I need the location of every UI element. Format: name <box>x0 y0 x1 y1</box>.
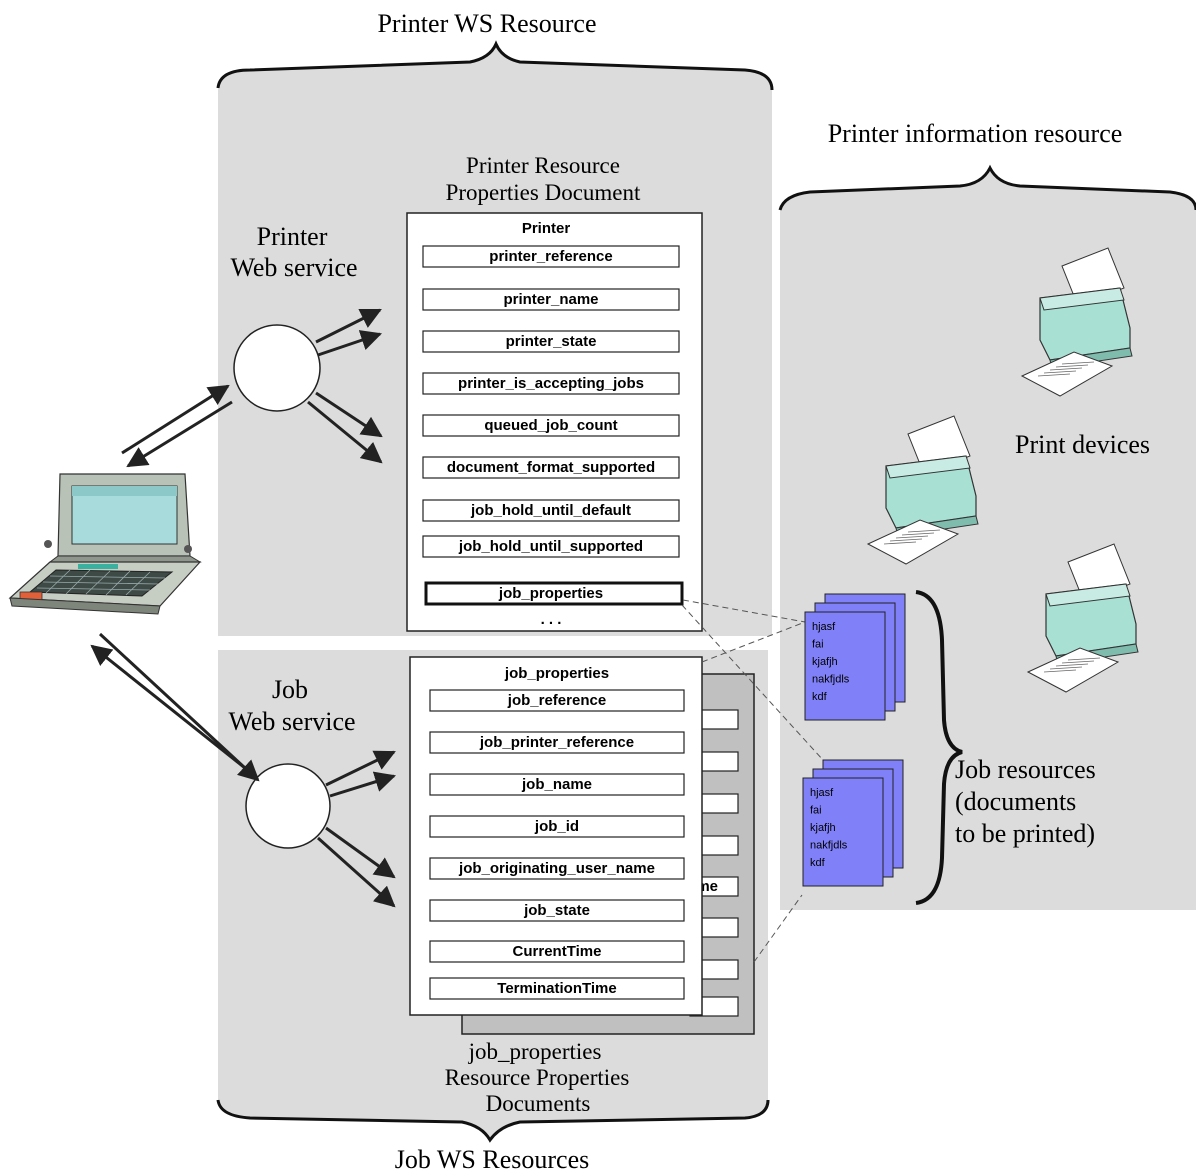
job-properties-document: job_properties job_reference job_printer_… <box>409 656 703 1016</box>
job-doc-caption-line2: Resource Properties <box>445 1065 630 1090</box>
printer-field-document-format-supported: document_format_supported <box>447 459 655 476</box>
job-resources-line3: to be printed) <box>955 819 1095 848</box>
job-resource-sheet <box>804 611 886 721</box>
job-field-job-reference: job_reference <box>507 692 606 709</box>
printer-doc-title-line1: Printer Resource <box>466 153 620 178</box>
job-ws-resources-label: Job WS Resources <box>395 1145 590 1171</box>
job-doc-caption-line3: Documents <box>486 1091 591 1116</box>
job-field-box <box>429 731 685 754</box>
job-resource-text-line: nakfjdls <box>812 674 850 686</box>
printer-field-job-hold-until-supported: job_hold_until_supported <box>458 538 643 555</box>
job-resources-line1: Job resources <box>955 755 1096 784</box>
connection-arrows <box>90 308 397 908</box>
job-resource-text-line: fai <box>810 805 822 817</box>
printer-device-icon <box>1026 543 1139 693</box>
printer-field-box <box>422 372 680 395</box>
printer-field-printer-is-accepting-jobs: printer_is_accepting_jobs <box>458 375 644 392</box>
job-field-box <box>429 940 685 963</box>
job-properties-field-box <box>424 581 684 606</box>
job-web-service-line2: Web service <box>228 707 355 736</box>
printer-document-header: Printer <box>522 220 571 237</box>
laptop-icon <box>8 473 202 615</box>
job-resource-text-line: hjasf <box>812 621 836 633</box>
printer-field-box <box>422 535 680 558</box>
printer-device-icon <box>866 415 979 565</box>
print-devices-label: Print devices <box>1015 430 1150 459</box>
printer-field-box <box>422 330 680 353</box>
job-doc-caption-line1: job_properties <box>468 1039 602 1064</box>
job-resource-document-stack: hjasf fai kjafjh nakfjdls kdf <box>804 593 906 721</box>
printer-field-box <box>422 456 680 479</box>
job-resource-text-line: kjafjh <box>810 822 836 834</box>
job-field-box <box>429 689 685 712</box>
job-resource-document-stack: hjasf fai kjafjh nakfjdls kdf <box>802 759 904 887</box>
job-field-job-id: job_id <box>534 818 579 835</box>
job-field-job-name: job_name <box>521 776 592 793</box>
job-resource-text-line: fai <box>812 639 824 651</box>
job-resource-text-line: kdf <box>812 691 828 703</box>
job-field-box <box>429 815 685 838</box>
printer-field-box <box>422 499 680 522</box>
printer-field-printer-name: printer_name <box>503 291 598 308</box>
printer-device-icon <box>1020 247 1133 397</box>
job-field-box <box>429 857 685 880</box>
printer-field-box <box>422 245 680 268</box>
printer-web-service-line1: Printer <box>257 222 328 251</box>
printer-ws-resource-label: Printer WS Resource <box>377 9 596 38</box>
job-field-job-originating-user-name: job_originating_user_name <box>458 860 655 877</box>
job-document-header: job_properties <box>504 665 609 682</box>
printer-document-ellipsis: . . . <box>541 611 562 628</box>
reference-dashed-lines <box>681 599 824 963</box>
job-resource-sheet <box>802 777 884 887</box>
job-field-terminationtime: TerminationTime <box>497 980 616 997</box>
printer-field-box <box>422 414 680 437</box>
job-field-currenttime: CurrentTime <box>513 943 602 960</box>
job-resource-text-line: hjasf <box>810 787 834 799</box>
printer-field-box <box>422 288 680 311</box>
printer-web-service-line2: Web service <box>230 253 357 282</box>
job-field-box <box>429 899 685 922</box>
printer-web-service-node <box>233 324 321 412</box>
job-field-job-printer-reference: job_printer_reference <box>479 734 634 751</box>
job-web-service-node <box>245 763 331 849</box>
job-resource-text-line: kdf <box>810 857 826 869</box>
printer-information-resource-label: Printer information resource <box>828 119 1123 148</box>
job-field-box <box>429 773 685 796</box>
printer-doc-title-line2: Properties Document <box>446 180 641 205</box>
job-resource-text-line: nakfjdls <box>810 840 848 852</box>
job-resources-brace <box>915 590 963 905</box>
job-web-service-line1: Job <box>272 675 308 704</box>
printer-field-printer-reference: printer_reference <box>489 248 612 265</box>
job-field-job-state: job_state <box>523 902 590 919</box>
printer-field-queued-job-count: queued_job_count <box>484 417 617 434</box>
job-properties-field: job_properties <box>498 585 603 602</box>
printer-field-printer-state: printer_state <box>506 333 597 350</box>
printer-properties-document: Printer printer_reference printer_namepri… <box>406 212 703 632</box>
job-resources-line2: (documents <box>955 787 1076 816</box>
printer-field-job-hold-until-default: job_hold_until_default <box>470 502 631 519</box>
job-resource-text-line: kjafjh <box>812 656 838 668</box>
job-field-box <box>429 977 685 1000</box>
